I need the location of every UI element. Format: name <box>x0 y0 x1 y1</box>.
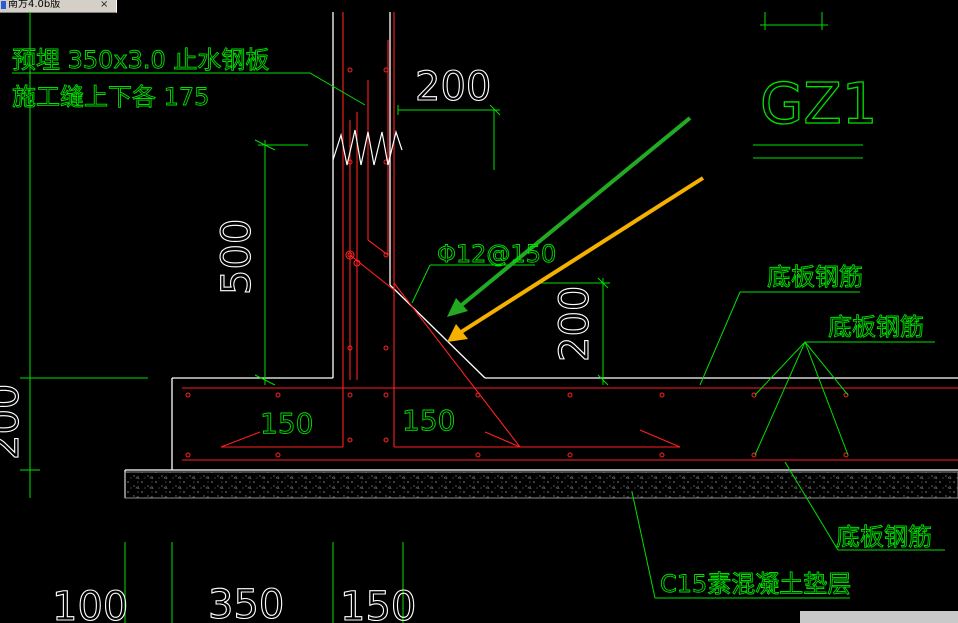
tab-close-icon[interactable]: × <box>100 0 109 10</box>
dim-150-bottom: 150 <box>340 584 416 623</box>
dim-200-top: 200 <box>415 64 491 110</box>
bottom-rebar-label-3: 底板钢筋 <box>836 523 932 551</box>
annotation-lines <box>12 12 945 623</box>
dim-350: 350 <box>208 582 284 623</box>
dim-150-right: 150 <box>402 404 455 437</box>
green-pointer-arrow <box>447 116 692 317</box>
c15-cushion-layer <box>124 471 958 499</box>
dim-200-right: 200 <box>552 286 598 362</box>
bottom-rebar-label-1: 底板钢筋 <box>767 263 863 291</box>
dim-150-left: 150 <box>260 407 313 440</box>
orange-pointer-arrow <box>447 176 705 342</box>
dim-100: 100 <box>52 584 128 623</box>
gz1-label: GZ1 <box>760 72 877 137</box>
dim-500: 500 <box>214 219 260 295</box>
drawing-file-icon <box>1 1 6 9</box>
waterstop-note-line1: 预埋 350x3.0 止水钢板 <box>12 46 269 74</box>
rebar-spec-label: Φ12@150 <box>437 240 556 268</box>
rebar-dots <box>185 67 849 458</box>
cushion-label: C15素混凝土垫层 <box>660 570 851 598</box>
drawing-tab[interactable]: 南方4.0b版 × <box>0 0 117 13</box>
construction-joint-zigzag <box>332 129 403 166</box>
dim-200-left: 200 <box>0 384 28 460</box>
waterstop-note-line2: 施工缝上下各 175 <box>12 83 209 111</box>
rebar-lines <box>182 12 958 461</box>
tab-title: 南方4.0b版 <box>8 0 61 10</box>
bottom-status-strip <box>800 611 958 623</box>
bottom-rebar-label-2: 底板钢筋 <box>828 313 924 341</box>
